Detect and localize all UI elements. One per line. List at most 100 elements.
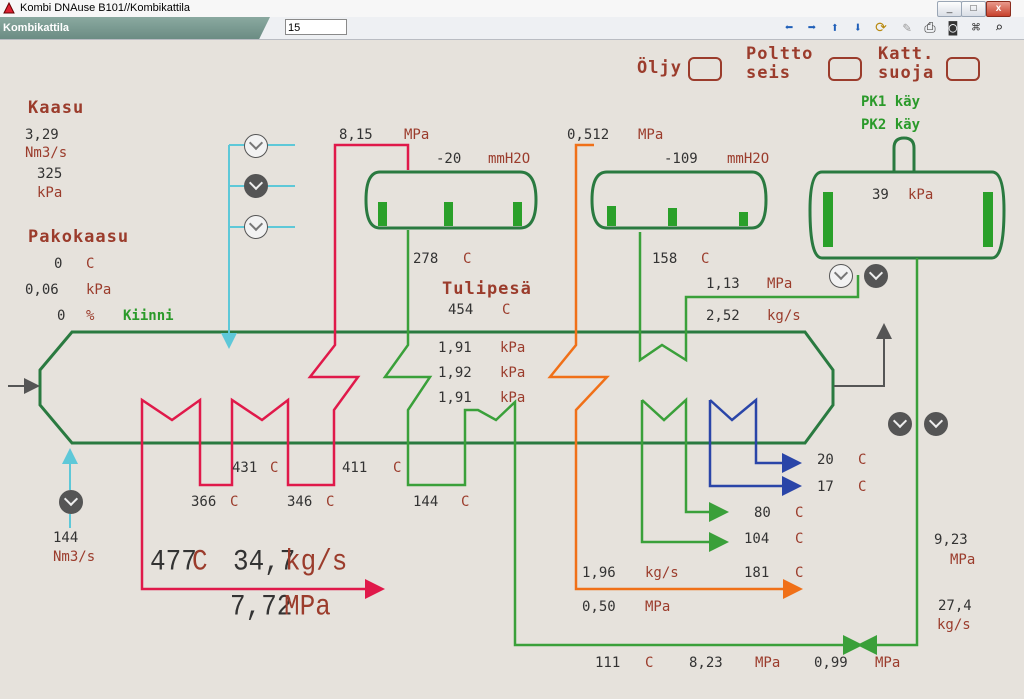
hp-drum-pressure-unit: MPa: [404, 127, 430, 143]
trend-icon[interactable]: ⌘: [971, 20, 981, 36]
furnace-p2-unit: kPa: [500, 365, 526, 381]
arrow-right-icon[interactable]: ➡: [807, 20, 817, 36]
pk1-status: PK1 käy: [861, 94, 921, 110]
feedwater-pressure: 9,23: [934, 532, 968, 548]
feedwater-p-after-unit: MPa: [755, 655, 781, 671]
hp-sh-t2-unit: C: [393, 460, 402, 476]
lp-drum-temp-unit: C: [701, 251, 710, 267]
furnace-title: Tulipesä: [442, 279, 532, 299]
furnace-temp: 454: [448, 302, 474, 318]
hp-drum-temp: 278: [413, 251, 439, 267]
close-button[interactable]: x: [986, 1, 1011, 17]
hp-sh-t5-unit: C: [461, 494, 470, 510]
feedwater-flow: 27,4: [938, 598, 972, 614]
gas-pressure-value: 325: [37, 166, 63, 182]
feed-pressure: 1,13: [706, 276, 740, 292]
furnace-p2: 1,92: [438, 365, 472, 381]
boiler-guard-button[interactable]: [946, 57, 980, 81]
lp-temp-e-unit: C: [795, 565, 804, 581]
lp-drum-temp: 158: [652, 251, 678, 267]
feed-flow: 2,52: [706, 308, 740, 324]
boiler-flue: [38, 330, 835, 445]
hp-sh-t5: 144: [413, 494, 439, 510]
damper-unit: %: [86, 308, 95, 324]
lp-temp-c: 80: [754, 505, 771, 521]
hp-sh-t1: 431: [232, 460, 258, 476]
lp-temp-d: 104: [744, 531, 770, 547]
lp-temp-e: 181: [744, 565, 770, 581]
lp-drum-level-unit: mmH2O: [727, 151, 770, 167]
lp-drum-level: -109: [664, 151, 698, 167]
lp-temp-a-unit: C: [858, 452, 867, 468]
fuel-stop-label: Poltto: [746, 44, 814, 64]
pk2-status: PK2 käy: [861, 117, 921, 133]
deaerator-pressure: 39: [872, 187, 889, 203]
oil-label: Öljy: [637, 58, 682, 78]
hp-sh-t1-unit: C: [270, 460, 279, 476]
air-flow: 144: [53, 530, 79, 546]
deaerator-pressure-unit: kPa: [908, 187, 934, 203]
lp-temp-b-unit: C: [858, 479, 867, 495]
arrow-left-icon[interactable]: ⬅: [784, 20, 794, 36]
gas-valve-3[interactable]: [244, 215, 268, 239]
exhaust-temp-unit: C: [86, 256, 95, 272]
print-icon[interactable]: ⎙: [924, 20, 936, 36]
feedwater-valve-1[interactable]: [888, 412, 912, 436]
maximize-button[interactable]: □: [961, 1, 986, 17]
hp-sh-t4-unit: C: [326, 494, 335, 510]
lp-pressure: 0,50: [582, 599, 616, 615]
feedwater-temp: 111: [595, 655, 621, 671]
feedwater-p-valve-unit: MPa: [875, 655, 901, 671]
feed-pressure-unit: MPa: [767, 276, 793, 292]
boiler-guard-label: Katt.: [878, 44, 935, 64]
app-icon: [3, 2, 15, 14]
title-bar: Kombi DNAuse B101//Kombikattila _ □ x: [0, 0, 1024, 18]
furnace-p1: 1,91: [438, 340, 472, 356]
lp-temp-c-unit: C: [795, 505, 804, 521]
hp-drum-temp-unit: C: [463, 251, 472, 267]
exhaust-pressure-unit: kPa: [86, 282, 112, 298]
lp-pressure-unit: MPa: [645, 599, 671, 615]
page-number-input[interactable]: 15: [285, 19, 347, 35]
hp-sh-t4: 346: [287, 494, 313, 510]
gas-flow-unit: Nm3/s: [25, 145, 68, 161]
lp-drum-pressure: 0,512: [567, 127, 610, 143]
camera-icon[interactable]: ◙: [948, 20, 958, 36]
arrow-up-icon[interactable]: ⬆: [830, 20, 840, 36]
feed-flow-unit: kg/s: [767, 308, 801, 324]
deaerator-valve-1[interactable]: [829, 264, 853, 288]
damper-state: Kiinni: [123, 308, 174, 324]
steam-out-temp-unit: C: [192, 543, 208, 579]
boiler-guard-label-2: suoja: [878, 63, 935, 83]
hp-drum-pressure: 8,15: [339, 127, 373, 143]
feedwater-valve-2[interactable]: [924, 412, 948, 436]
lp-drum: [590, 170, 768, 230]
lp-temp-d-unit: C: [795, 531, 804, 547]
zoom-icon[interactable]: ⌕: [994, 20, 1004, 36]
steam-out-pressure: 7,72: [230, 588, 293, 624]
window-title: Kombi DNAuse B101//Kombikattila: [20, 2, 190, 14]
lp-temp-b: 17: [817, 479, 834, 495]
air-flow-unit: Nm3/s: [53, 549, 96, 565]
lp-drum-pressure-unit: MPa: [638, 127, 664, 143]
gas-valve-2[interactable]: [244, 174, 268, 198]
lp-flow-unit: kg/s: [645, 565, 679, 581]
hp-drum-level: -20: [436, 151, 462, 167]
tab-kombikattila[interactable]: Kombikattila: [0, 17, 270, 39]
lp-flow: 1,96: [582, 565, 616, 581]
air-valve[interactable]: [59, 490, 83, 514]
oil-button[interactable]: [688, 57, 722, 81]
arrow-down-icon[interactable]: ⬇: [853, 20, 863, 36]
gas-valve-1[interactable]: [244, 134, 268, 158]
disabled-tool-icon: ✎: [902, 20, 912, 36]
fuel-stop-label-2: seis: [746, 63, 791, 83]
furnace-p3-unit: kPa: [500, 390, 526, 406]
fuel-stop-button[interactable]: [828, 57, 862, 81]
hp-drum-level-unit: mmH2O: [488, 151, 531, 167]
history-icon[interactable]: ⟳: [875, 20, 887, 36]
exhaust-pressure-value: 0,06: [25, 282, 59, 298]
deaerator-valve-2[interactable]: [864, 264, 888, 288]
furnace-p1-unit: kPa: [500, 340, 526, 356]
furnace-p3: 1,91: [438, 390, 472, 406]
